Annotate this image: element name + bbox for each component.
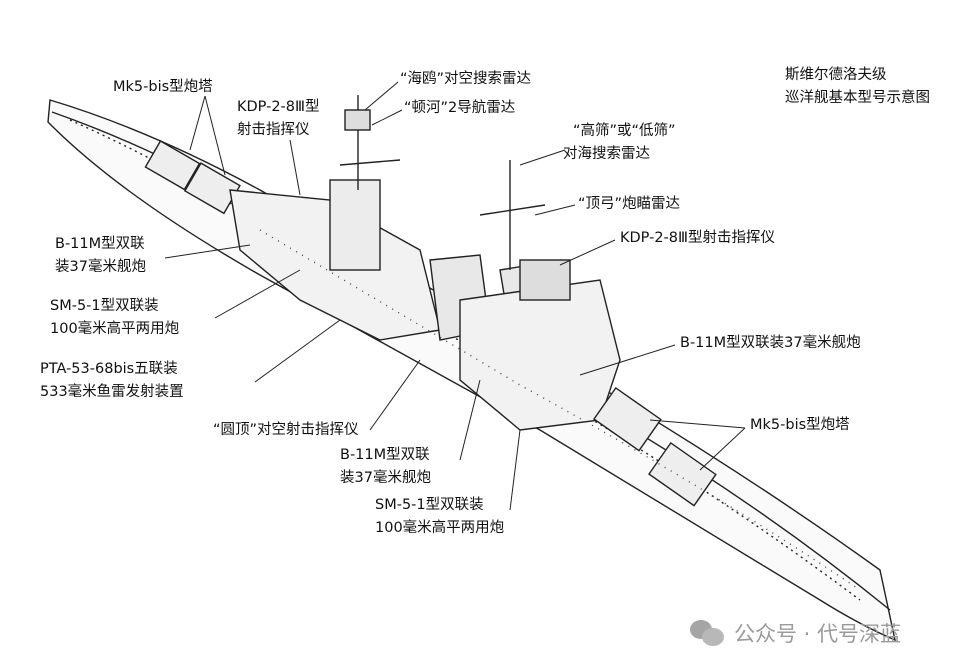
watermark: 公众号 · 代号深蓝 — [690, 618, 901, 648]
label-kdp-fore: KDP-2-8Ⅲ型 射击指挥仪 — [237, 96, 320, 142]
leader-line — [164, 244, 251, 259]
label-line: 射击指挥仪 — [237, 122, 310, 138]
label-line: 装37毫米舰炮 — [55, 259, 146, 275]
leader-line — [509, 429, 521, 511]
title: 斯维尔德洛夫级 巡洋舰基本型号示意图 — [785, 64, 930, 110]
title-line: 斯维尔德洛夫级 — [785, 67, 887, 83]
label-line: 对海搜索雷达 — [563, 146, 650, 162]
watermark-text: 公众号 · 代号深蓝 — [734, 622, 902, 646]
leader-line — [189, 95, 206, 151]
leader-line — [559, 239, 616, 266]
leader-line — [371, 109, 403, 126]
fore-yard — [339, 159, 401, 166]
label-line: B-11M型双联 — [340, 447, 430, 463]
label-line: “高筛”或“低筛” — [573, 123, 676, 139]
label-b11m-mid: B-11M型双联 装37毫米舰炮 — [340, 444, 431, 490]
leader-line — [534, 204, 576, 216]
label-line: SM-5-1型双联装 — [375, 497, 484, 513]
leader-line — [579, 344, 676, 376]
bridge-tower — [329, 179, 381, 271]
wechat-bubble — [702, 628, 724, 646]
label-torpedo-tubes: PTA-53-68bis五联装 533毫米鱼雷发射装置 — [40, 358, 184, 404]
label-sm51-mid: SM-5-1型双联装 100毫米高平两用炮 — [375, 494, 504, 540]
label-kdp-aft: KDP-2-8Ⅲ型射击指挥仪 — [620, 230, 776, 246]
fore-turret-a — [144, 140, 201, 191]
deck-line — [69, 119, 861, 601]
label-dome-director: “圆顶”对空射击指挥仪 — [213, 422, 359, 438]
label-mk5-aft-turret: Mk5-bis型炮塔 — [750, 417, 850, 433]
leader-line — [289, 139, 301, 196]
label-b11m-right: B-11M型双联装37毫米舰炮 — [680, 335, 861, 351]
label-sm51-left: SM-5-1型双联装 100毫米高平两用炮 — [50, 295, 179, 341]
main-yard — [479, 204, 546, 216]
label-line: 装37毫米舰炮 — [340, 470, 431, 486]
leader-line — [519, 149, 566, 166]
leader-line — [699, 427, 746, 471]
label-sieve-radar: “高筛”或“低筛” 对海搜索雷达 — [563, 120, 676, 166]
wechat-icon — [690, 620, 726, 646]
leader-line — [649, 419, 746, 429]
leader-line — [204, 95, 226, 176]
label-seagull-radar: “海鸥”对空搜索雷达 — [400, 71, 532, 87]
leader-lines — [164, 81, 746, 511]
label-top-bow-radar: “顶弓”炮瞄雷达 — [578, 196, 681, 212]
aft-turret-a — [593, 386, 662, 452]
porthole-row — [259, 229, 861, 591]
label-mk5-fore-turret: Mk5-bis型炮塔 — [113, 79, 213, 95]
leader-line — [254, 319, 341, 383]
fore-radar — [344, 109, 371, 131]
leader-line — [369, 359, 421, 431]
leader-line — [459, 379, 481, 461]
aft-superstructure — [459, 279, 621, 431]
label-line: B-11M型双联 — [55, 236, 145, 252]
label-line: PTA-53-68bis五联装 — [40, 361, 178, 377]
title-line: 巡洋舰基本型号示意图 — [785, 90, 930, 106]
label-don-radar: “顿河”2导航雷达 — [404, 100, 516, 116]
aft-director — [519, 259, 571, 301]
leader-line — [214, 269, 301, 319]
label-line: SM-5-1型双联装 — [50, 298, 159, 314]
leader-line — [364, 81, 399, 111]
label-line: 100毫米高平两用炮 — [375, 520, 505, 536]
aft-turret-b — [648, 441, 717, 507]
label-line: KDP-2-8Ⅲ型 — [237, 99, 320, 115]
label-b11m-left: B-11M型双联 装37毫米舰炮 — [55, 233, 146, 279]
label-line: 100毫米高平两用炮 — [50, 321, 180, 337]
label-line: 533毫米鱼雷发射装置 — [40, 384, 184, 400]
